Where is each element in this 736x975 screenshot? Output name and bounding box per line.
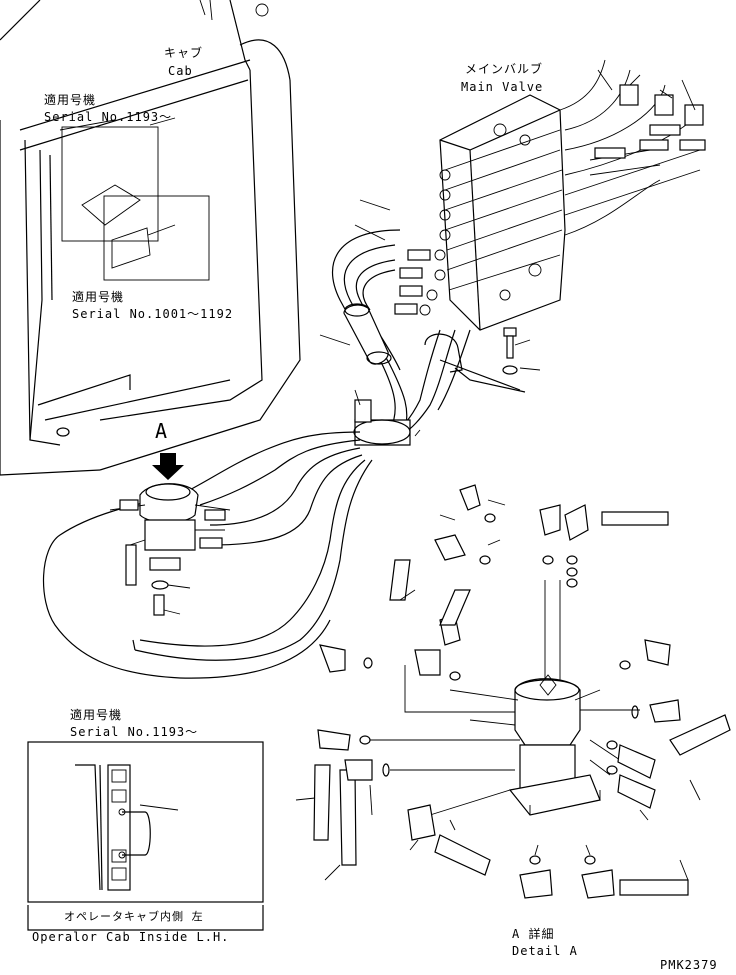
inset-caption-en: Operalor Cab Inside L.H. bbox=[32, 930, 230, 944]
hose-bundle bbox=[42, 229, 526, 679]
ppc-valve bbox=[109, 453, 231, 616]
cab-frame bbox=[0, 0, 301, 476]
inset-serial-label-en: Serial No.1193～ bbox=[70, 725, 199, 739]
detail-fittings bbox=[295, 484, 731, 899]
serial-mid-label-en: Serial No.1001～1192 bbox=[72, 307, 234, 321]
detail-a-label-en: Detail A bbox=[512, 944, 578, 958]
main-valve bbox=[394, 59, 706, 331]
main-valve-label-en: Main Valve bbox=[461, 80, 544, 94]
detail-a-label-jp: A 詳細 bbox=[512, 927, 555, 941]
arrow-down-icon bbox=[152, 453, 184, 480]
leader-lines bbox=[319, 199, 541, 437]
view-a-letter: A bbox=[155, 419, 169, 443]
drawing-number: PMK2379 bbox=[660, 958, 718, 972]
serial-top-label-en: Serial No.1193～ bbox=[44, 110, 173, 124]
serial-top-label-jp: 適用号機 bbox=[44, 93, 97, 107]
serial-mid-label-jp: 適用号機 bbox=[72, 290, 125, 304]
inset-drawing bbox=[27, 741, 264, 931]
inset-serial-label-jp: 適用号機 bbox=[70, 708, 123, 722]
main-valve-label-jp: メインバルブ bbox=[465, 62, 544, 76]
cab-label-en: Cab bbox=[168, 64, 193, 78]
cab-label-jp: キャブ bbox=[164, 46, 204, 60]
detail-a-assembly bbox=[370, 580, 640, 816]
inset-caption-jp: オペレータキャブ内側 左 bbox=[64, 910, 204, 923]
